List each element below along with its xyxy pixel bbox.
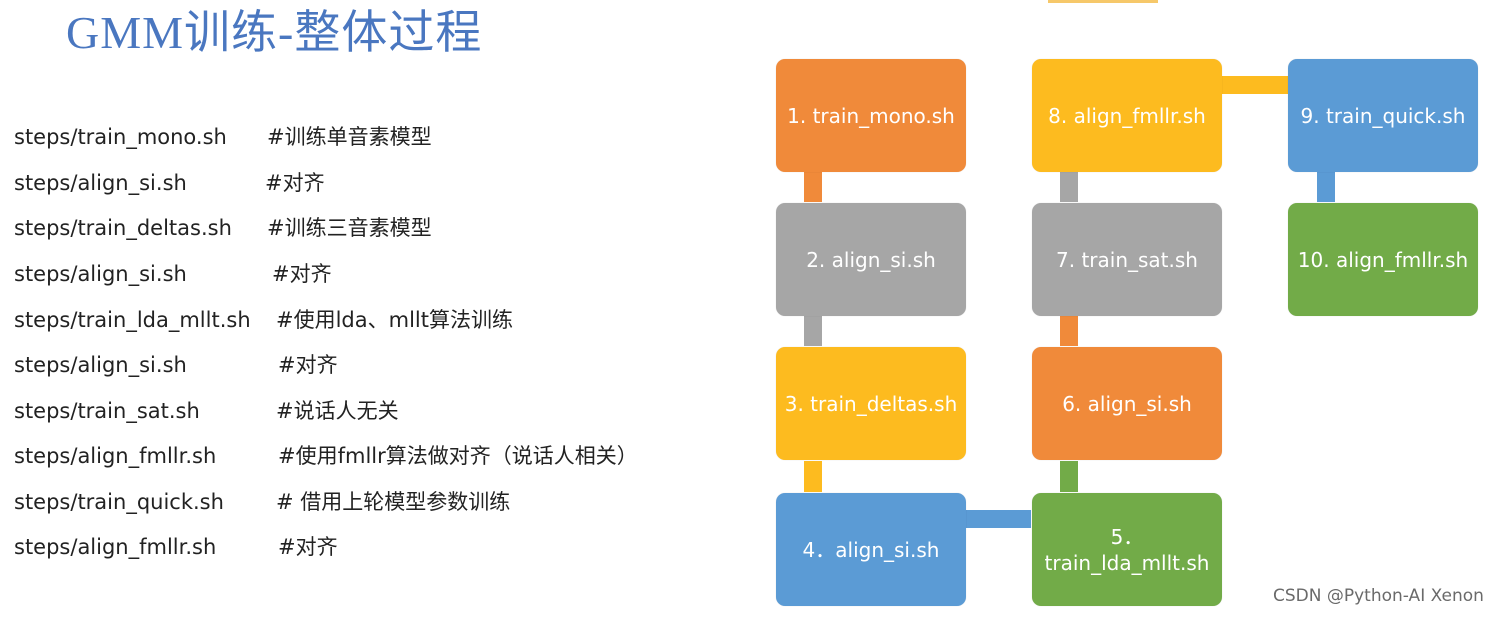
step-comment: #对齐 (265, 171, 325, 195)
step-command: steps/align_fmllr.sh (14, 444, 217, 468)
connector-9-10 (1317, 172, 1335, 202)
connector-2-3 (804, 316, 822, 346)
step-comment: #训练单音素模型 (267, 125, 432, 149)
watermark: CSDN @Python-AI Xenon (1273, 586, 1484, 606)
flow-step-label: 8. align_fmllr.sh (1048, 103, 1206, 128)
step-command: steps/align_si.sh (14, 262, 187, 286)
step-comment: #说话人无关 (276, 399, 399, 423)
step-command: steps/align_si.sh (14, 353, 187, 377)
flow-step-label: 9. train_quick.sh (1300, 103, 1466, 128)
step-command: steps/align_si.sh (14, 171, 187, 195)
top-decoration (1048, 0, 1158, 3)
step-comment: #对齐 (272, 262, 332, 286)
flow-step-train-deltas: 3. train_deltas.sh (776, 347, 966, 460)
connector-1-2 (804, 172, 822, 202)
flow-step-label: 10. align_fmllr.sh (1297, 247, 1469, 272)
flow-step-train-lda-mllt: 5． train_lda_mllt.sh (1032, 493, 1222, 606)
flow-step-train-quick: 9. train_quick.sh (1288, 59, 1478, 172)
connector-4-5 (966, 510, 1031, 528)
step-command: steps/train_quick.sh (14, 490, 224, 514)
step-command: steps/train_sat.sh (14, 399, 200, 423)
flow-step-align-si-3: 6. align_si.sh (1032, 347, 1222, 460)
connector-5-6 (1060, 461, 1078, 492)
step-command: steps/train_mono.sh (14, 125, 227, 149)
flow-step-label: 4．align_si.sh (802, 537, 940, 562)
flow-step-label: 6. align_si.sh (1062, 391, 1192, 416)
flow-step-align-fmllr-2: 10. align_fmllr.sh (1288, 203, 1478, 316)
connector-3-4 (804, 461, 822, 492)
step-command: steps/train_lda_mllt.sh (14, 308, 251, 332)
flow-step-align-si: 2. align_si.sh (776, 203, 966, 316)
connector-7-8 (1060, 172, 1078, 202)
step-command: steps/align_fmllr.sh (14, 535, 217, 559)
connector-6-7 (1060, 316, 1078, 346)
step-comment: #对齐 (278, 535, 338, 559)
step-comment: #使用lda、mllt算法训练 (276, 308, 513, 332)
flow-step-align-si-2: 4．align_si.sh (776, 493, 966, 606)
step-comment: #训练三音素模型 (267, 216, 432, 240)
step-comment: #对齐 (278, 353, 338, 377)
flow-step-label: 2. align_si.sh (806, 247, 936, 272)
flow-step-train-mono: 1. train_mono.sh (776, 59, 966, 172)
flow-step-label: 1. train_mono.sh (787, 103, 955, 128)
step-comment: # 借用上轮模型参数训练 (276, 490, 511, 514)
flow-step-train-sat: 7. train_sat.sh (1032, 203, 1222, 316)
step-command: steps/train_deltas.sh (14, 216, 232, 240)
flow-step-align-fmllr: 8. align_fmllr.sh (1032, 59, 1222, 172)
flow-step-label: 7. train_sat.sh (1056, 247, 1198, 272)
step-comment: #使用fmllr算法做对齐（说话人相关） (278, 444, 638, 468)
page-title: GMM训练-整体过程 (66, 7, 483, 58)
connector-8-9 (1222, 76, 1288, 94)
flow-step-label: 3. train_deltas.sh (784, 391, 958, 416)
flow-step-label: 5． train_lda_mllt.sh (1044, 524, 1210, 575)
